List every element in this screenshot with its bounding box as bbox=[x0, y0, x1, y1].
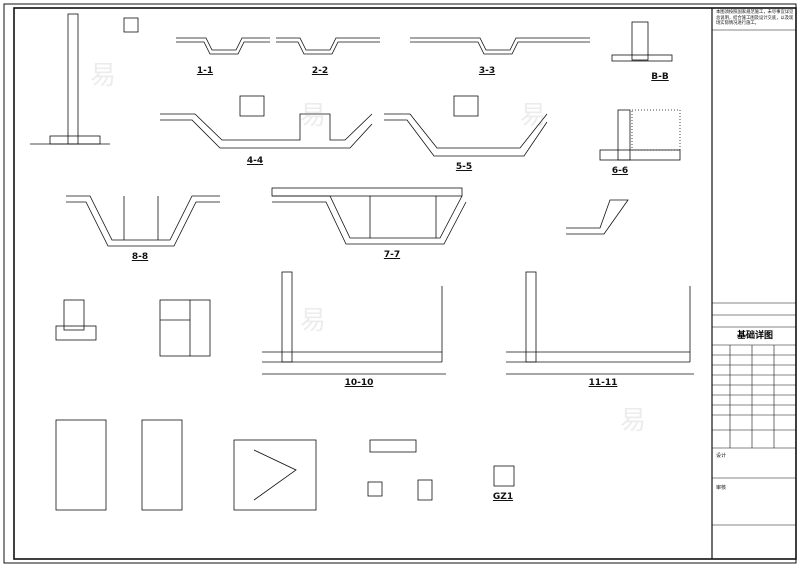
section-label-7-7: 7-7 bbox=[383, 250, 401, 260]
section-label-2-2: 2-2 bbox=[311, 66, 329, 76]
section-label-11-11: 11-11 bbox=[588, 378, 618, 388]
section-label-8-8: 8-8 bbox=[131, 252, 149, 262]
check-label: 审核 bbox=[716, 485, 727, 491]
design-label: 设计 bbox=[716, 453, 727, 459]
section-label-4-4: 4-4 bbox=[246, 156, 264, 166]
watermark: 易 bbox=[300, 101, 327, 131]
inner-border bbox=[13, 7, 797, 560]
section-label-10-10: 10-10 bbox=[344, 378, 374, 388]
section-label-b-b: B-B bbox=[651, 72, 669, 82]
section-label-1-1: 1-1 bbox=[196, 66, 214, 76]
watermark: 易 bbox=[620, 406, 647, 436]
general-notes: 本图须按照国家规范施工，未尽事宜详见总说明，结合施工图及设计交底，以及现场实际情… bbox=[716, 10, 794, 26]
section-label-gz1: GZ1 bbox=[492, 492, 514, 502]
watermark: 易 bbox=[300, 306, 327, 336]
section-label-3-3: 3-3 bbox=[478, 66, 496, 76]
section-row-5 bbox=[55, 419, 515, 511]
section-row-3 bbox=[66, 187, 629, 247]
outer-border bbox=[3, 3, 797, 564]
section-row-4 bbox=[55, 271, 694, 375]
drawing-title: 基础详图 bbox=[736, 331, 773, 341]
watermark: 易 bbox=[520, 101, 547, 131]
section-label-6-6: 6-6 bbox=[611, 166, 629, 176]
section-row-1 bbox=[176, 21, 673, 62]
title-block-grid bbox=[712, 29, 796, 526]
column-detail bbox=[30, 13, 139, 145]
watermark: 易 bbox=[90, 61, 117, 91]
section-row-2 bbox=[160, 95, 681, 161]
section-label-5-5: 5-5 bbox=[455, 162, 473, 172]
